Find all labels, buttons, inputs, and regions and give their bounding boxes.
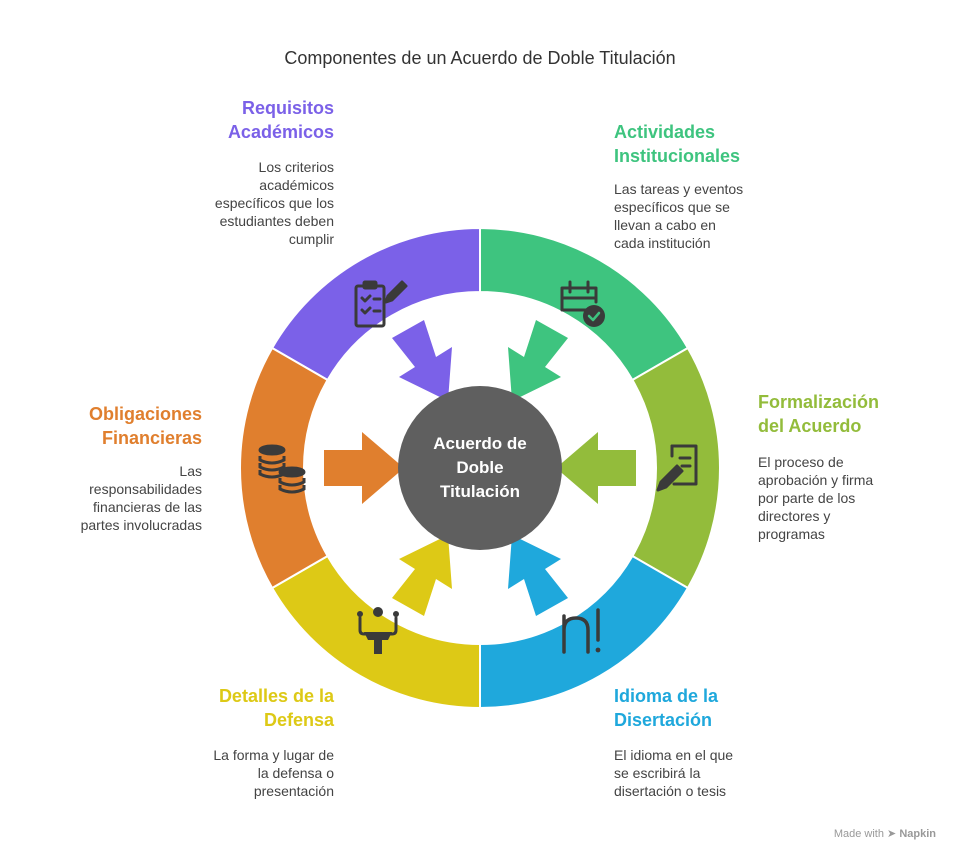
desc-requisitos: Los criterios académicos específicos que… [214, 159, 334, 247]
desc-defensa: La forma y lugar de la defensa o present… [213, 747, 334, 799]
arrow-actividades [508, 320, 568, 401]
coins-icon [258, 444, 306, 494]
center-line-1: Acuerdo de [433, 434, 527, 453]
heading-actividades: Actividades Institucionales [614, 122, 741, 166]
napkin-logo-icon: ➤ [887, 828, 897, 840]
arrow-obligaciones [324, 432, 404, 504]
calendar-check-icon [560, 280, 605, 327]
footer-credit: Made with ➤ Napkin [834, 827, 936, 840]
segment-actividades [479, 226, 690, 382]
desc-obligaciones: Las responsabilidades financieras de las… [80, 463, 202, 533]
center-label: Acuerdo de Doble Titulación [400, 432, 560, 504]
podium-speaker-icon [357, 607, 399, 654]
heading-formalizacion: Formalización del Acuerdo [758, 392, 880, 436]
center-circle [398, 386, 562, 550]
arrow-requisitos [392, 320, 452, 401]
heading-requisitos: Requisitos Académicos [227, 98, 334, 142]
desc-actividades: Las tareas y eventos específicos que se … [614, 181, 744, 251]
arrow-idioma [508, 535, 568, 616]
footer-brand: Napkin [899, 828, 936, 840]
heading-idioma: Idioma de la Disertación [614, 686, 719, 730]
language-icon [562, 608, 601, 654]
checklist-icon [354, 280, 408, 328]
center-line-2: Doble [456, 458, 504, 477]
center-line-3: Titulación [440, 482, 520, 501]
segment-idioma [479, 554, 690, 710]
footer-made-with: Made with [833, 828, 884, 840]
desc-idioma: El idioma en el que se escribirá la dise… [614, 747, 734, 799]
document-sign-icon [656, 444, 698, 492]
diagram-title: Componentes de un Acuerdo de Doble Titul… [284, 48, 676, 68]
arrow-formalizacion [556, 432, 636, 504]
desc-formalizacion: El proceso de aprobación y firma por par… [758, 454, 874, 542]
heading-defensa: Detalles de la Defensa [218, 686, 334, 730]
heading-obligaciones: Obligaciones Financieras [88, 404, 202, 448]
arrow-defensa [392, 535, 452, 616]
